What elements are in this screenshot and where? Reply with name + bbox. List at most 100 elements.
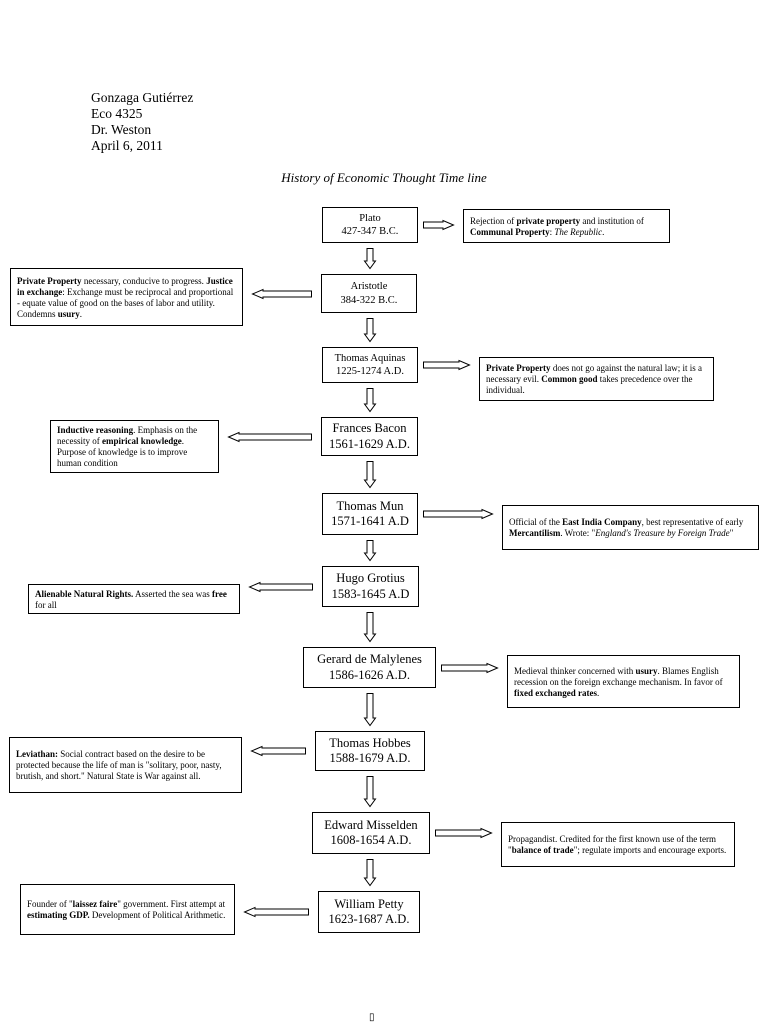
bold-term: Leviathan: <box>16 749 59 759</box>
description-box: Private Property does not go against the… <box>479 357 714 401</box>
text-run: Development of Political Arithmetic. <box>89 910 226 920</box>
description-box: Alienable Natural Rights. Asserted the s… <box>28 584 240 614</box>
bold-term: Private Property <box>486 363 551 373</box>
text-run: . <box>602 226 605 237</box>
right-arrow-icon-shape <box>423 219 455 231</box>
thinker-dates: 1583-1645 A.D <box>331 586 410 601</box>
text-run: takes precedence over the individual. <box>486 374 693 395</box>
down-arrow-icon <box>363 318 377 343</box>
right-arrow-icon-shape <box>423 508 494 520</box>
left-arrow-icon <box>250 745 306 757</box>
thinker-dates: 1561-1629 A.D. <box>329 436 410 451</box>
bold-term: Private Property <box>17 275 82 286</box>
description-text: Alienable Natural Rights. Asserted the s… <box>35 589 233 611</box>
down-arrow-icon <box>363 248 377 270</box>
text-run: "; regulate imports and encourage export… <box>573 845 727 855</box>
down-arrow-icon-shape <box>363 388 377 413</box>
text-run: Founder of " <box>27 899 73 909</box>
description-text: Founder of "laissez faire" government. F… <box>27 899 228 921</box>
left-arrow-icon <box>248 581 313 592</box>
description-text: Medieval thinker concerned with usury. B… <box>514 666 733 699</box>
bold-term: private property <box>516 215 581 226</box>
description-text: Inductive reasoning. Emphasis on the nec… <box>57 425 212 469</box>
thinker-name: Hugo Grotius <box>336 571 405 585</box>
down-arrow-icon-shape <box>363 776 377 808</box>
left-arrow-icon-shape <box>248 581 313 592</box>
description-box: Official of the East India Company, best… <box>502 505 759 550</box>
down-arrow-icon-shape <box>363 248 377 270</box>
right-arrow-icon-shape <box>435 827 493 839</box>
bold-term: empirical knowledge <box>102 436 182 446</box>
text-run: " government. First attempt at <box>117 899 226 909</box>
description-text: Official of the East India Company, best… <box>509 517 752 539</box>
text-run: : Exchange must be reciprocal and propor… <box>17 286 234 319</box>
description-box: Rejection of private property and instit… <box>463 209 670 243</box>
description-box: Founder of "laissez faire" government. F… <box>20 884 235 935</box>
right-arrow-icon <box>423 219 455 231</box>
text-run: and institution of <box>580 215 644 226</box>
thinker-dates: 1571-1641 A.D <box>331 514 409 528</box>
bold-term: usury <box>57 308 80 319</box>
bold-term: free <box>212 588 227 599</box>
down-arrow-icon <box>363 388 377 413</box>
down-arrow-icon-shape <box>363 612 377 643</box>
text-run: . Emphasis on the necessity of <box>57 425 198 446</box>
thinker-dates: 1225-1274 A.D. <box>336 366 404 377</box>
course-code: Eco 4325 <box>91 106 143 121</box>
down-arrow-icon <box>363 859 377 887</box>
down-arrow-icon-shape <box>363 540 377 562</box>
bold-term: Inductive reasoning <box>57 425 134 435</box>
italic-title: England's Treasure by Foreign Trade <box>595 528 730 538</box>
down-arrow-icon <box>363 693 377 727</box>
left-arrow-icon <box>243 906 309 918</box>
left-arrow-icon <box>227 431 312 442</box>
description-box: Leviathan: Social contract based on the … <box>9 737 242 793</box>
text-run: : <box>549 226 555 237</box>
bold-term: Mercantilism <box>509 528 561 538</box>
text-run: . <box>79 308 83 319</box>
text-run: . Wrote: " <box>560 528 596 538</box>
thinker-box: Aristotle 384-322 B.C. <box>321 274 417 313</box>
thinker-dates: 384-322 B.C. <box>340 294 398 306</box>
down-arrow-icon <box>363 612 377 643</box>
right-arrow-icon-shape <box>423 359 471 371</box>
thinker-name: Thomas Aquinas <box>334 352 406 364</box>
bold-term: laissez faire <box>72 899 118 909</box>
thinker-name: Aristotle <box>350 281 388 292</box>
thinker-dates: 1608-1654 A.D. <box>330 833 412 847</box>
text-run: . Blames English recession on the foreig… <box>514 665 723 687</box>
author-name: Gonzaga Gutiérrez <box>91 90 194 105</box>
bold-term: Alienable Natural Rights. <box>35 588 134 599</box>
thinker-name: Gerard de Malylenes <box>317 652 422 666</box>
left-arrow-icon-shape <box>250 745 306 757</box>
author-header: Gonzaga Gutiérrez Eco 4325 Dr. Weston Ap… <box>91 90 193 154</box>
text-run: for all <box>35 599 57 610</box>
thinker-name: Thomas Mun <box>336 498 404 513</box>
bold-term: balance of trade <box>511 845 574 855</box>
description-text: Rejection of private property and instit… <box>470 216 663 238</box>
document-title: History of Economic Thought Time line <box>281 170 487 185</box>
text-run: Medieval thinker concerned with <box>514 665 636 676</box>
italic-title: The Republic <box>554 226 603 237</box>
thinker-name: Plato <box>359 212 381 224</box>
right-arrow-icon-shape <box>441 662 499 673</box>
thinker-dates: 427-347 B.C. <box>341 226 399 237</box>
description-box: Propagandist. Credited for the first kno… <box>501 822 735 867</box>
right-arrow-icon <box>423 359 471 371</box>
thinker-dates: 1586-1626 A.D. <box>329 667 410 682</box>
bold-term: fixed exchanged rates <box>514 687 597 698</box>
submission-date: April 6, 2011 <box>91 138 163 153</box>
description-text: Leviathan: Social contract based on the … <box>16 749 235 782</box>
left-arrow-icon-shape <box>227 431 312 442</box>
bold-term: Justice in exchange <box>17 275 233 297</box>
right-arrow-icon <box>423 508 494 520</box>
text-run: . <box>597 687 600 698</box>
bold-term: Common good <box>541 374 598 384</box>
description-box: Private Property necessary, conducive to… <box>10 268 243 326</box>
down-arrow-icon <box>363 540 377 562</box>
text-run: " <box>729 528 734 538</box>
